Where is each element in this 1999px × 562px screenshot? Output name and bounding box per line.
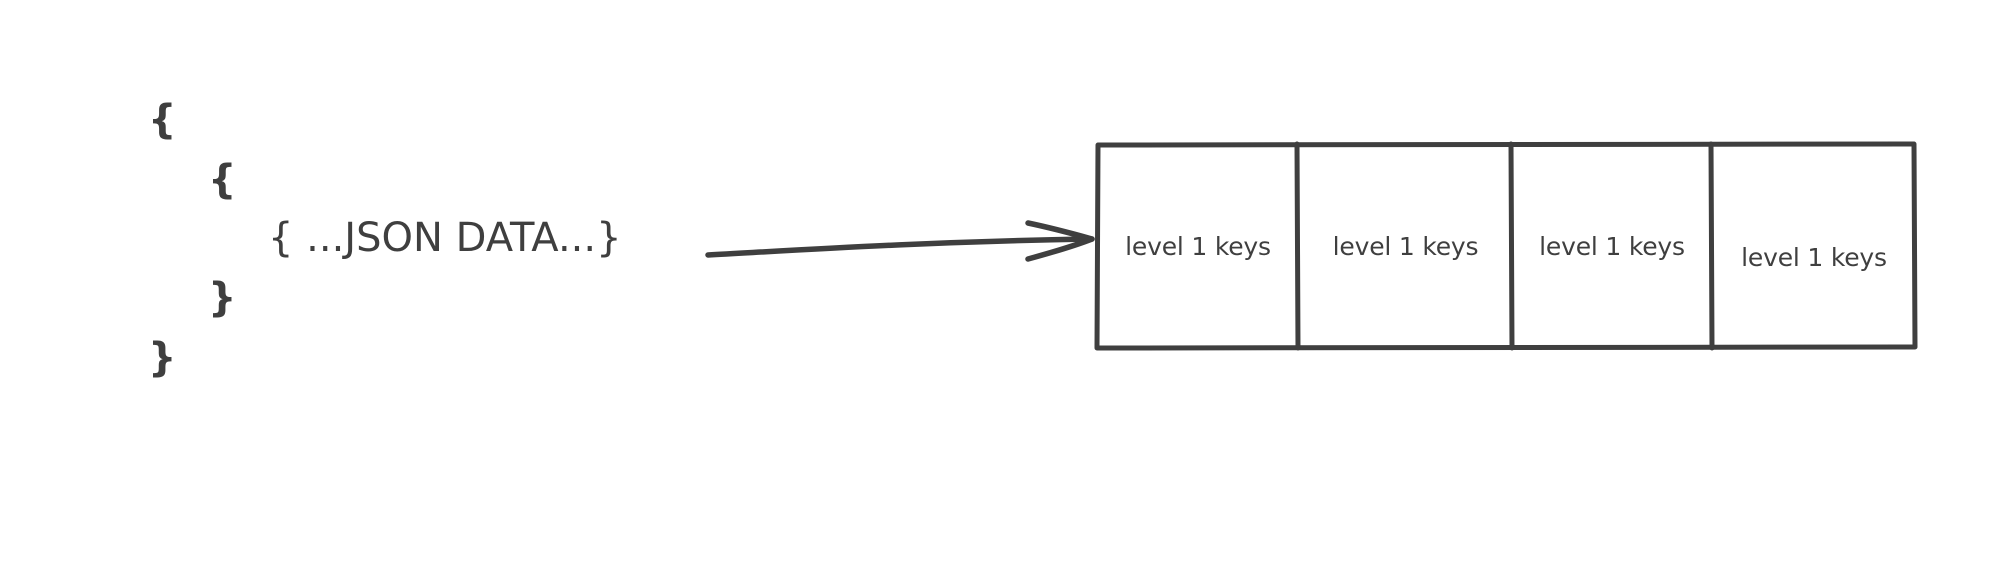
level-1-keys-table: level 1 keys level 1 keys level 1 keys l… [1094,141,1919,351]
key-table-cell-label: level 1 keys [1125,231,1271,261]
key-table-cell-label: level 1 keys [1539,231,1685,261]
nested-json-literal: { { { ...JSON DATA...} } } [0,0,700,562]
json-brace-close-outer: } [148,335,177,381]
key-table-cell: level 1 keys [1098,141,1298,351]
key-table-cell: level 1 keys [1299,141,1512,351]
key-table-cell-label: level 1 keys [1332,231,1479,261]
json-to-keys-arrow [680,195,1120,315]
key-table-cell: level 1 keys [1712,141,1916,351]
json-brace-open-outer: { [148,97,177,143]
key-table-cell: level 1 keys [1513,141,1711,351]
json-brace-close-inner: } [208,275,237,321]
json-data-placeholder: { ...JSON DATA...} [268,215,622,261]
key-table-cell-label: level 1 keys [1741,242,1887,272]
arrow-icon [705,220,1095,262]
json-brace-open-inner: { [208,157,237,203]
key-table-outline [1094,141,1918,351]
